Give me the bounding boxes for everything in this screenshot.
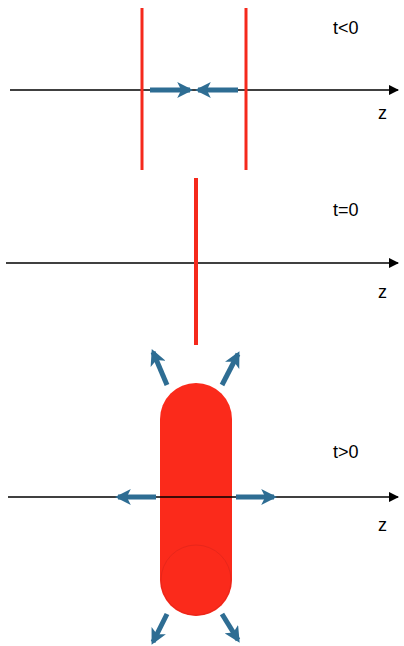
z-axis <box>10 89 398 91</box>
expansion-arrow <box>153 352 167 385</box>
nucleus-sheet <box>141 8 144 170</box>
axis-label: z <box>378 283 387 301</box>
z-axis <box>6 262 398 264</box>
time-label: t>0 <box>333 443 359 461</box>
velocity-arrow <box>150 88 190 93</box>
expansion-arrow <box>222 354 238 385</box>
nucleus-sheet <box>245 8 248 170</box>
axis-label: z <box>378 104 387 122</box>
expansion-arrow <box>153 614 167 642</box>
time-label: t<0 <box>333 19 359 37</box>
overlap-sheet <box>194 178 198 345</box>
expansion-arrow <box>118 495 156 500</box>
expansion-arrow <box>236 495 274 500</box>
fireball <box>160 383 232 616</box>
axis-label: z <box>378 516 387 534</box>
fireball-outline <box>161 545 231 615</box>
expansion-arrow <box>222 614 238 640</box>
velocity-arrow <box>198 88 238 93</box>
z-axis <box>8 496 398 498</box>
time-label: t=0 <box>333 201 359 219</box>
